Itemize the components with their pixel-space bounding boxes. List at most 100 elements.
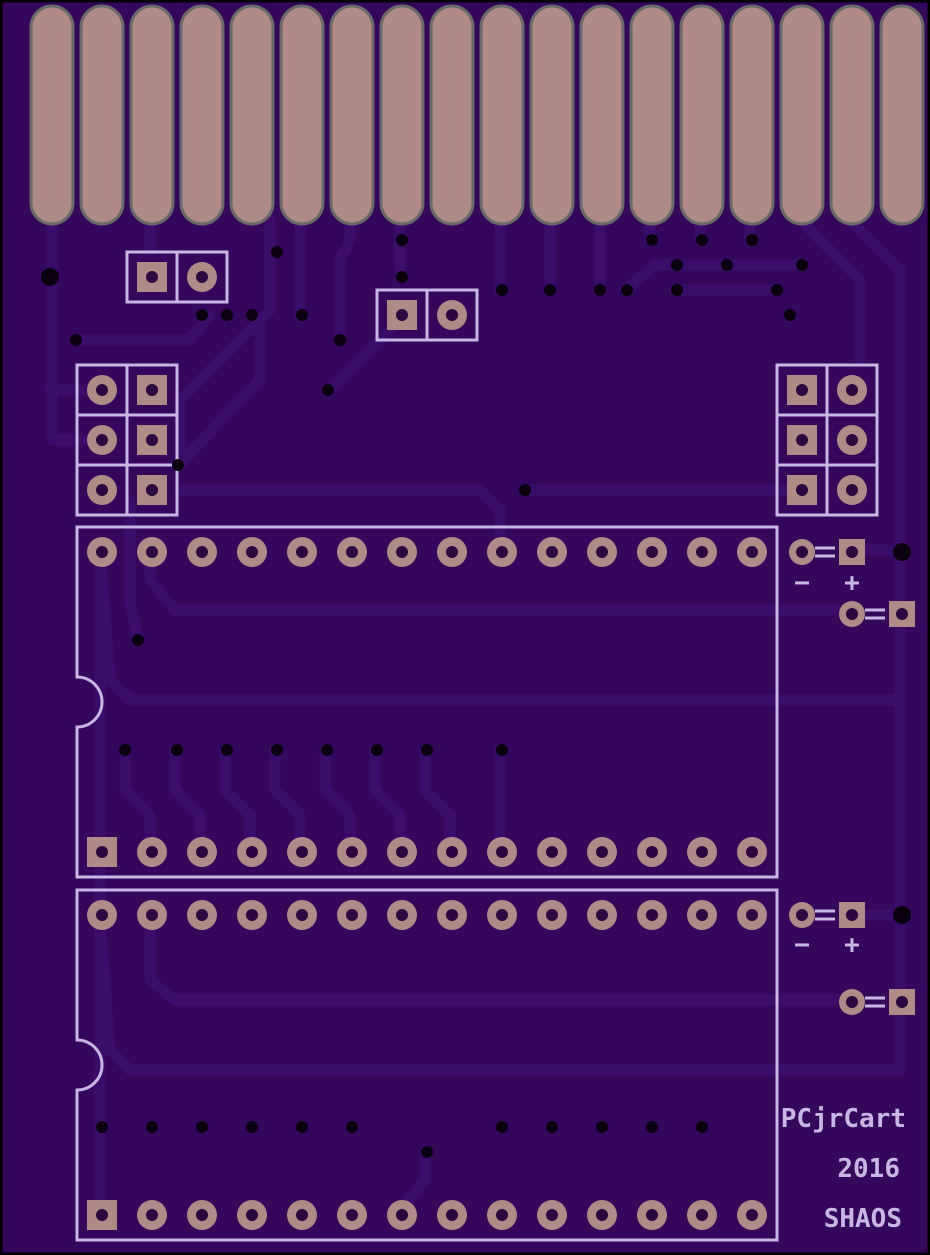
pad-hole <box>396 309 408 321</box>
via <box>271 744 283 756</box>
edge-finger <box>529 4 575 226</box>
pad-hole <box>796 434 808 446</box>
via <box>322 384 334 396</box>
edge-finger <box>29 4 75 226</box>
pad-hole <box>146 384 158 396</box>
pad-hole <box>146 271 158 283</box>
pad-hole <box>96 1209 108 1221</box>
edge-finger <box>129 4 175 226</box>
pad-hole <box>546 846 558 858</box>
pad-hole <box>496 846 508 858</box>
pad-hole <box>446 309 458 321</box>
pad-hole <box>646 909 658 921</box>
via <box>421 744 433 756</box>
pad-hole <box>596 546 608 558</box>
dip-socket-outline <box>75 525 779 879</box>
pad-hole <box>596 1209 608 1221</box>
via <box>594 284 606 296</box>
copper-trace <box>70 309 216 346</box>
via <box>396 271 408 283</box>
pad-hole <box>496 1209 508 1221</box>
pad-hole <box>846 484 858 496</box>
via <box>421 1146 433 1158</box>
edge-connector <box>29 4 925 226</box>
pad-hole <box>746 846 758 858</box>
pad-hole <box>446 546 458 558</box>
via <box>546 1121 558 1133</box>
polarity-minus-label: − <box>794 568 810 598</box>
pad-hole <box>246 1209 258 1221</box>
pad-hole <box>746 546 758 558</box>
pad-hole <box>96 909 108 921</box>
board-name-label: PCjrCart <box>781 1104 906 1134</box>
via <box>721 259 733 271</box>
board-year-label: 2016 <box>837 1154 900 1184</box>
pad-hole <box>396 909 408 921</box>
pad-hole <box>396 546 408 558</box>
edge-finger <box>179 4 225 226</box>
vias <box>41 234 911 1158</box>
via <box>621 284 633 296</box>
pad-hole <box>846 434 858 446</box>
copper-trace <box>394 1144 431 1216</box>
via <box>646 234 658 246</box>
via <box>119 744 131 756</box>
via <box>396 234 408 246</box>
pad-hole <box>696 909 708 921</box>
edge-finger <box>429 4 475 226</box>
pad-hole <box>146 546 158 558</box>
edge-finger <box>379 4 425 226</box>
pad-hole <box>896 608 908 620</box>
pad-hole <box>596 909 608 921</box>
via <box>784 309 796 321</box>
via <box>246 1121 258 1133</box>
via <box>346 1121 358 1133</box>
pad-hole <box>446 909 458 921</box>
via <box>146 1121 158 1133</box>
via <box>70 334 82 346</box>
copper-trace <box>219 744 256 856</box>
pad-hole <box>196 846 208 858</box>
edge-finger <box>229 4 275 226</box>
edge-finger <box>679 4 725 226</box>
via <box>132 634 144 646</box>
via <box>796 259 808 271</box>
via <box>371 744 383 756</box>
pad-hole <box>896 996 908 1008</box>
pad-hole <box>296 1209 308 1221</box>
pad-hole <box>196 1209 208 1221</box>
dip-socket-outline <box>75 888 779 1242</box>
via <box>196 1121 208 1133</box>
copper-trace <box>174 314 266 471</box>
pad-hole <box>96 546 108 558</box>
pad-hole <box>396 846 408 858</box>
copper-trace <box>269 744 306 856</box>
copper-trace <box>794 214 866 366</box>
copper-trace <box>369 744 406 856</box>
pad-hole <box>296 846 308 858</box>
pad-hole <box>496 909 508 921</box>
pad-hole <box>596 846 608 858</box>
pad-hole <box>546 909 558 921</box>
via <box>496 744 508 756</box>
component-pads <box>87 262 915 1230</box>
via <box>696 1121 708 1133</box>
edge-finger <box>729 4 775 226</box>
pad-hole <box>346 1209 358 1221</box>
via <box>221 744 233 756</box>
pad-hole <box>696 546 708 558</box>
edge-finger <box>779 4 825 226</box>
pad-hole <box>746 909 758 921</box>
via <box>296 309 308 321</box>
via <box>96 1121 108 1133</box>
pad-hole <box>146 909 158 921</box>
pad-hole <box>546 546 558 558</box>
board-author-label: SHAOS <box>824 1204 902 1234</box>
copper-trace <box>144 909 856 1006</box>
via <box>671 259 683 271</box>
via <box>171 744 183 756</box>
via <box>596 1121 608 1133</box>
via <box>696 234 708 246</box>
copper-trace <box>419 744 456 856</box>
pad-hole <box>696 1209 708 1221</box>
